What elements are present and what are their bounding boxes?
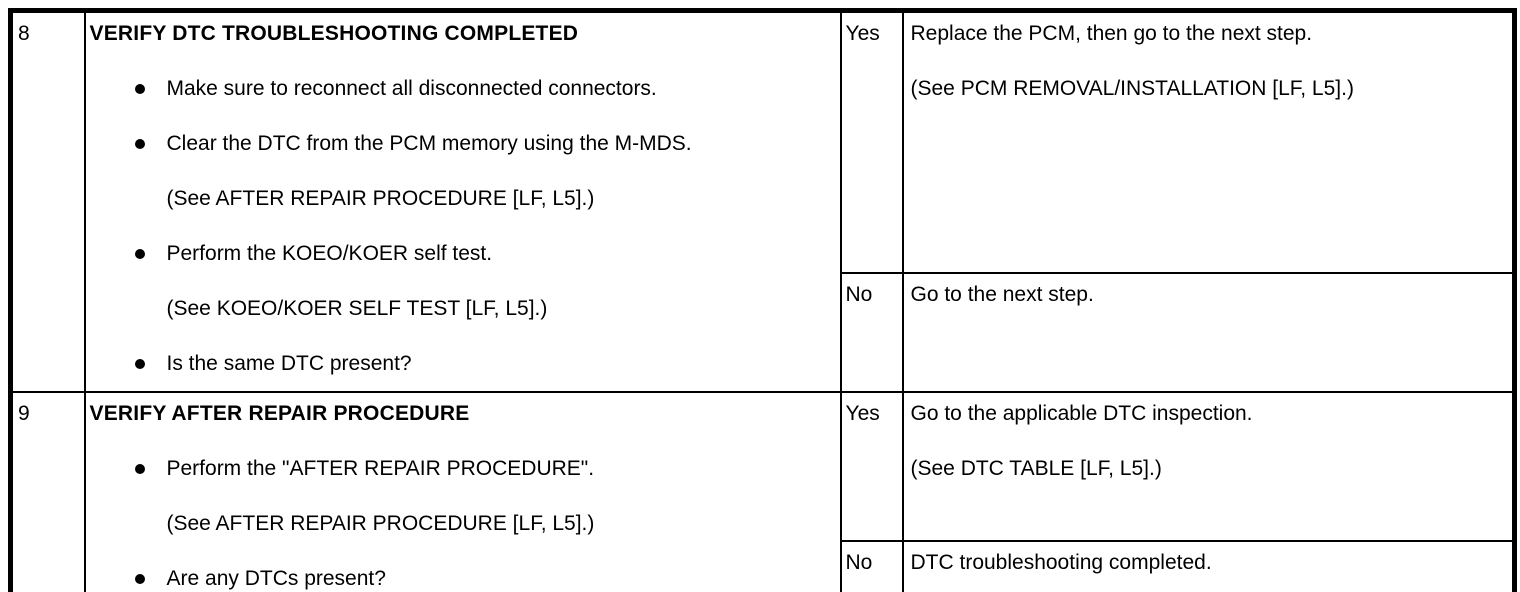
reference-note: (See PCM REMOVAL/INSTALLATION [LF, L5].) <box>910 77 1354 100</box>
result-text: Go to the next step. <box>910 283 1094 307</box>
table-row: 8 VERIFY DTC TROUBLESHOOTING COMPLETED M… <box>9 9 1516 393</box>
yes-label: Yes <box>845 402 880 425</box>
bullet-icon <box>134 84 145 94</box>
step-8-number-cell: 8 <box>9 9 86 393</box>
step-9-yes-result-cell: Go to the applicable DTC inspection. (Se… <box>901 390 1516 543</box>
reference-note: (See AFTER REPAIR PROCEDURE [LF, L5].) <box>166 187 595 210</box>
list-item: Make sure to reconnect all disconnected … <box>87 61 839 116</box>
list-item: Clear the DTC from the PCM memory using … <box>87 116 839 171</box>
list-item-text: Make sure to reconnect all disconnected … <box>166 77 657 100</box>
bullet-icon <box>134 139 145 149</box>
step-9-no-result-cell: DTC troubleshooting completed. <box>901 540 1516 592</box>
list-item: Perform the "AFTER REPAIR PROCEDURE". <box>87 441 839 496</box>
reference-note: (See KOEO/KOER SELF TEST [LF, L5].) <box>166 297 548 320</box>
step-9-number-cell: 9 <box>9 391 86 592</box>
step-9-no-cell: No <box>839 540 904 592</box>
step-8-no-result-cell: Go to the next step. <box>901 272 1516 393</box>
reference-note: (See AFTER REPAIR PROCEDURE [LF, L5].) <box>166 512 595 535</box>
step-title: VERIFY DTC TROUBLESHOOTING COMPLETED <box>89 22 579 45</box>
bullet-icon <box>134 249 145 259</box>
bullet-icon <box>134 574 145 584</box>
step-8-action-cell: VERIFY DTC TROUBLESHOOTING COMPLETED Mak… <box>83 9 842 393</box>
list-item: Perform the KOEO/KOER self test. <box>87 226 839 281</box>
list-item-text: Perform the KOEO/KOER self test. <box>166 242 493 265</box>
list-item-text: Clear the DTC from the PCM memory using … <box>166 132 692 155</box>
step-number: 9 <box>18 402 30 425</box>
list-item: Are any DTCs present? <box>87 551 839 592</box>
table-row: No DTC troubleshooting completed. <box>11 540 1516 592</box>
no-label: No <box>845 551 873 575</box>
list-item-text: Is the same DTC present? <box>166 352 412 375</box>
bullet-icon <box>134 359 145 369</box>
yes-label: Yes <box>845 22 880 45</box>
no-label: No <box>845 283 873 307</box>
reference-note: (See DTC TABLE [LF, L5].) <box>910 457 1162 480</box>
step-9-action-cell: VERIFY AFTER REPAIR PROCEDURE Perform th… <box>83 391 842 592</box>
list-item-text: Perform the "AFTER REPAIR PROCEDURE". <box>166 457 595 480</box>
result-text: DTC troubleshooting completed. <box>910 551 1212 575</box>
step-title: VERIFY AFTER REPAIR PROCEDURE <box>89 402 470 425</box>
result-text: Replace the PCM, then go to the next ste… <box>910 22 1313 45</box>
step-9-yes-cell: Yes <box>839 390 904 543</box>
step-8-yes-cell: Yes <box>839 9 904 275</box>
step-8-no-cell: No <box>839 272 904 393</box>
result-text: Go to the applicable DTC inspection. <box>910 402 1253 425</box>
step-number: 8 <box>18 22 30 45</box>
bullet-icon <box>134 464 145 474</box>
table-row: No Go to the next step. <box>11 272 1516 393</box>
step-8-yes-result-cell: Replace the PCM, then go to the next ste… <box>901 9 1516 275</box>
list-item-text: Are any DTCs present? <box>166 567 386 590</box>
troubleshooting-table: 8 VERIFY DTC TROUBLESHOOTING COMPLETED M… <box>8 8 1517 592</box>
list-item: Is the same DTC present? <box>87 336 839 390</box>
table-row: 9 VERIFY AFTER REPAIR PROCEDURE Perform … <box>9 390 1516 592</box>
